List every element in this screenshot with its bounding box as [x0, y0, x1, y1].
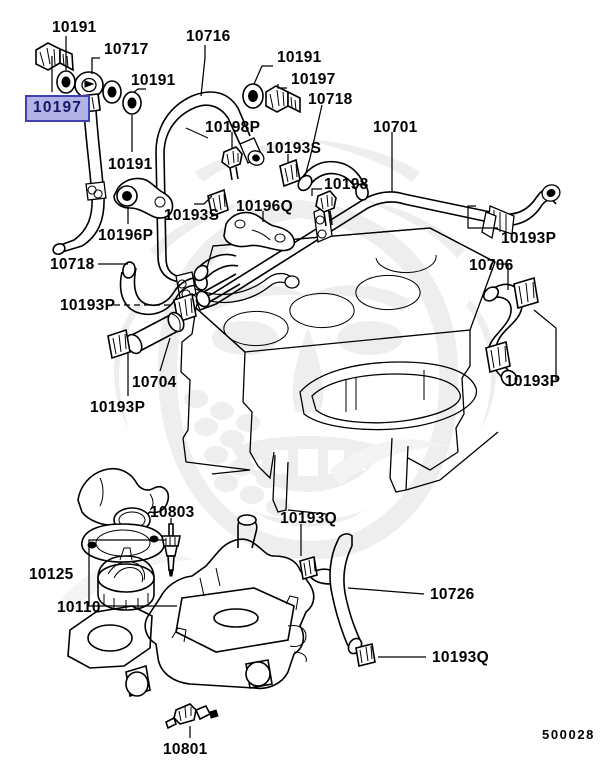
callout-10196Q[interactable]: 10196Q: [236, 198, 293, 215]
callout-10193P[interactable]: 10193P: [505, 373, 561, 390]
block-side-stub-hoses: [193, 253, 241, 308]
callout-10704[interactable]: 10704: [132, 374, 177, 391]
callout-10198[interactable]: 10198: [324, 176, 369, 193]
part-10193P-clamps-right: [485, 276, 539, 374]
callout-10198P[interactable]: 10198P: [205, 119, 261, 136]
callout-10717[interactable]: 10717: [104, 41, 149, 58]
callout-10718[interactable]: 10718: [50, 256, 95, 273]
callout-10706[interactable]: 10706: [469, 257, 514, 274]
callout-10125[interactable]: 10125: [29, 566, 74, 583]
part-10198-bolt: [315, 190, 337, 227]
callout-10193P[interactable]: 10193P: [501, 230, 557, 247]
callout-10716[interactable]: 10716: [186, 28, 231, 45]
callout-10701[interactable]: 10701: [373, 119, 418, 136]
part-10191-washers-topleft: [56, 70, 142, 115]
callout-10197-highlighted[interactable]: 10197: [25, 95, 91, 122]
callout-10193P[interactable]: 10193P: [60, 297, 116, 314]
callout-10193S[interactable]: 10193S: [266, 140, 322, 157]
part-10193S-clamps: [207, 158, 301, 218]
callout-10193Q[interactable]: 10193Q: [280, 510, 337, 527]
callout-10197[interactable]: 10197: [291, 71, 336, 88]
callout-10193Q[interactable]: 10193Q: [432, 649, 489, 666]
parts-10191-10197-upper-right: [242, 83, 301, 114]
callout-10191[interactable]: 10191: [52, 19, 97, 36]
part-10196Q-bracket: [223, 211, 296, 252]
callout-10196P[interactable]: 10196P: [98, 227, 154, 244]
part-10726-hose: [299, 533, 376, 667]
callout-10726[interactable]: 10726: [430, 586, 475, 603]
part-10196P-connector: [113, 177, 174, 219]
part-10718-hose-left: [52, 109, 107, 255]
callout-10193P[interactable]: 10193P: [90, 399, 146, 416]
callout-10801[interactable]: 10801: [163, 741, 208, 758]
callout-10191[interactable]: 10191: [131, 72, 176, 89]
water-inlet-housing: [67, 514, 315, 698]
callout-10110[interactable]: 10110: [57, 599, 101, 616]
part-10198P-bolt: [221, 146, 243, 181]
engine-block-outline: [180, 227, 499, 515]
part-10801-sensor: [165, 703, 219, 730]
callout-10718[interactable]: 10718: [308, 91, 353, 108]
callout-10191[interactable]: 10191: [277, 49, 322, 66]
callout-10191[interactable]: 10191: [108, 156, 153, 173]
part-10193P-clamp-lower: [107, 328, 131, 360]
part-10716-hose: [155, 91, 265, 283]
sheet-code: 500028: [542, 727, 595, 742]
callout-10193S[interactable]: 10193S: [164, 207, 220, 224]
callout-10803[interactable]: 10803: [150, 504, 195, 521]
